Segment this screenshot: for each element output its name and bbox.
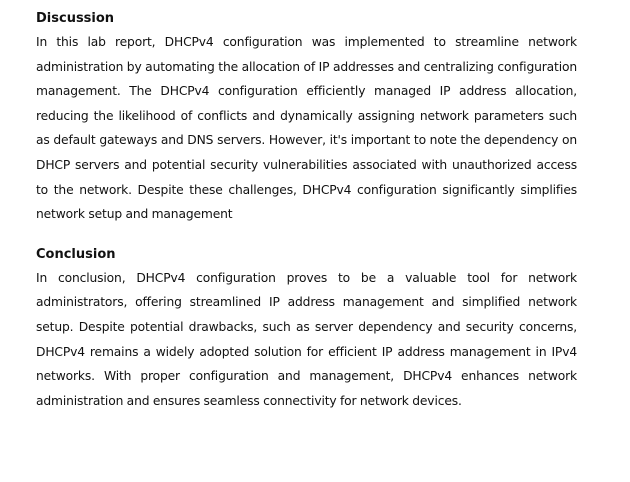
conclusion-section: Conclusion In conclusion, DHCPv4 configu… [36,244,577,414]
discussion-heading: Discussion [36,11,115,26]
document-page: Discussion In this lab report, DHCPv4 co… [36,8,577,413]
discussion-paragraph: In this lab report, DHCPv4 configuration… [36,35,577,222]
section-spacer [36,227,577,244]
conclusion-heading: Conclusion [36,246,116,262]
conclusion-paragraph: In conclusion, DHCPv4 configuration prov… [36,270,577,408]
discussion-section: Discussion In this lab report, DHCPv4 co… [36,8,577,227]
